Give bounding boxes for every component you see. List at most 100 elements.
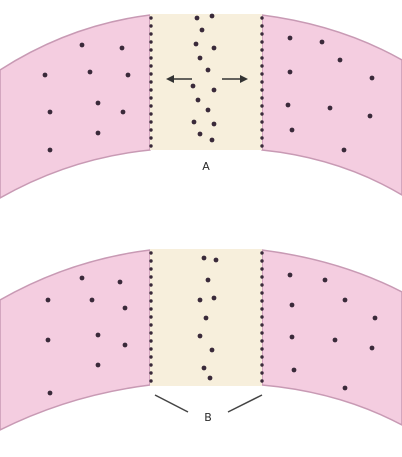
particle-dot [212,122,217,127]
particle-dot [288,273,293,278]
membrane-dot [260,307,263,310]
particle-dot [210,348,215,353]
membrane-dot [260,80,263,83]
particle-dot [123,306,128,311]
particle-dot [80,276,85,281]
membrane-dot [149,323,152,326]
membrane-dot [260,363,263,366]
panel-label-a: A [202,160,210,173]
tissue-left-top [0,15,150,198]
particle-dot [204,316,209,321]
particle-dot [123,343,128,348]
particle-dot [198,132,203,137]
particle-dot [194,42,199,47]
particle-dot [206,278,211,283]
particle-dot [96,101,101,106]
membrane-dot [260,323,263,326]
membrane-dot [260,72,263,75]
particle-dot [96,333,101,338]
particle-dot [90,298,95,303]
particle-dot [96,131,101,136]
membrane-dot [260,48,263,51]
membrane-dot [149,64,152,67]
membrane-dot [149,299,152,302]
membrane-dot [149,267,152,270]
particle-dot [191,84,196,89]
particle-dot [206,108,211,113]
particle-dot [118,280,123,285]
membrane-dot [149,24,152,27]
particle-dot [208,376,213,381]
membrane-dot [260,299,263,302]
membrane-dot [260,32,263,35]
membrane-dot [260,259,263,262]
particle-dot [198,56,203,61]
particle-dot [370,346,375,351]
membrane-dot [260,104,263,107]
membrane-dot [260,267,263,270]
membrane-dot [260,144,263,147]
particle-dot [46,338,51,343]
membrane-dot [149,331,152,334]
membrane-dot [149,355,152,358]
particle-dot [48,148,53,153]
membrane-dot [149,307,152,310]
membrane-dot [260,64,263,67]
particle-dot [338,58,343,63]
particle-dot [320,40,325,45]
membrane-dot [260,339,263,342]
membrane-dot [260,251,263,254]
membrane-dot [149,40,152,43]
membrane-dot [260,275,263,278]
particle-dot [290,303,295,308]
particle-dot [200,28,205,33]
particle-dot [214,258,219,263]
particle-dot [48,391,53,396]
particle-dot [202,256,207,261]
tissue-right-top [262,15,402,195]
membrane-dot [260,112,263,115]
pointer-line-icon [155,395,262,412]
membrane-dot [260,136,263,139]
particle-dot [210,138,215,143]
membrane-dot [260,379,263,382]
membrane-dot [149,144,152,147]
membrane-dot [260,283,263,286]
membrane-dot [260,24,263,27]
particle-dot [292,368,297,373]
membrane-dot [260,331,263,334]
tissue-left-bottom [0,250,150,430]
particle-dot [323,278,328,283]
panel-label-b: B [204,411,212,424]
particle-dot [121,110,126,115]
membrane-dot [149,32,152,35]
particle-dot [288,36,293,41]
particle-dot [206,68,211,73]
particle-dot [80,43,85,48]
particle-dot [328,106,333,111]
membrane-dot [260,96,263,99]
particle-dot [343,298,348,303]
membrane-dot [149,120,152,123]
particle-dot [88,70,93,75]
panel-bottom: B [0,249,402,430]
particle-dot [373,316,378,321]
membrane-dot [149,104,152,107]
membrane-dot [149,275,152,278]
particle-dot [96,363,101,368]
particle-dot [212,88,217,93]
membrane-dot [149,48,152,51]
particle-dot [286,103,291,108]
membrane-dot [149,315,152,318]
membrane-dot [149,112,152,115]
particle-dot [342,148,347,153]
membrane-dot [149,80,152,83]
membrane-dot [149,136,152,139]
membrane-dot [149,371,152,374]
membrane-dot [260,371,263,374]
particle-dot [368,114,373,119]
particle-dot [198,298,203,303]
membrane-dot [149,259,152,262]
